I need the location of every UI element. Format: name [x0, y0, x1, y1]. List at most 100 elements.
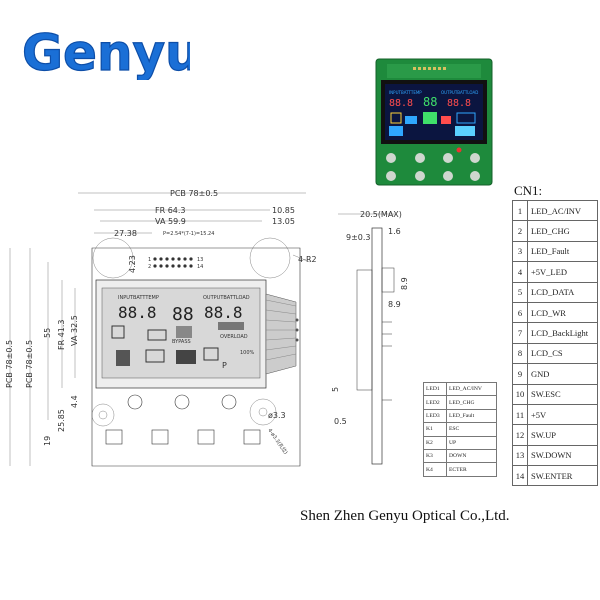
dim-fr-width: FR 64.3: [155, 206, 186, 215]
lcd-left-digits: 88.8: [118, 303, 157, 322]
cn1-pin-number: 10: [512, 383, 528, 405]
dim-va-height: VA 32.5: [70, 315, 79, 346]
dim-left-offset: 27.38: [114, 229, 137, 238]
legend-value: LED_CHG: [446, 395, 497, 410]
cn1-pin-name: +5V: [527, 403, 598, 426]
cn1-pin-number: 3: [512, 240, 528, 263]
dim-side-9: 9±0.3: [346, 233, 371, 242]
dim-side-8-9b: 8.9: [388, 300, 401, 309]
legend-value: LED_AC/INV: [446, 381, 497, 397]
legend-key: K2: [423, 435, 447, 450]
dim-h25-85: 25.85: [57, 409, 66, 432]
cn1-pin-name: SW.ENTER: [527, 465, 598, 487]
legend-key: LED3: [423, 408, 447, 424]
cn1-title: CN1:: [514, 183, 543, 198]
pin-label-1: 1: [148, 257, 151, 263]
cn1-pin-name: LED_CHG: [527, 220, 598, 242]
cn1-pin-name: LED_Fault: [527, 240, 598, 263]
dim-hole-note: 4-ø3.3(孔位): [266, 427, 289, 456]
cn1-pin-number: 8: [512, 342, 528, 365]
cn1-row: 4+5V_LED: [512, 261, 598, 283]
dim-fr-height: FR 41.3: [57, 319, 66, 350]
cn1-pin-name: SW.DOWN: [527, 444, 598, 467]
cn1-pin-number: 7: [512, 322, 528, 344]
legend-key: K4: [423, 462, 447, 477]
dim-pin-spec: P=2.54*(7-1)=15.24: [163, 231, 214, 237]
legend-key: K3: [423, 448, 447, 464]
dim-h55: 55: [43, 328, 52, 338]
cn1-row: 11+5V: [512, 403, 598, 426]
cn1-pin-name: LCD_WR: [527, 301, 598, 324]
cn1-pin-number: 11: [512, 403, 528, 426]
dim-radius: 4-R2: [298, 255, 317, 264]
dim-side-0-5: 0.5: [334, 417, 347, 426]
legend-key: LED2: [423, 395, 447, 410]
logo-text: Genyu: [22, 24, 190, 80]
dim-pcb-width: PCB 78±0.5: [170, 189, 218, 198]
dim-side-thickness: 20.5(MAX): [360, 210, 402, 219]
lcd-right-digits: 88.8: [204, 303, 243, 322]
cn1-pin-number: 12: [512, 424, 528, 446]
svg-text:OUTPUTBATTLOAD: OUTPUTBATTLOAD: [441, 90, 478, 95]
cn1-pin-number: 5: [512, 281, 528, 303]
dim-right-margin-1: 10.85: [272, 206, 295, 215]
dim-top-offset: 4.23: [128, 255, 137, 273]
legend-value: LED_Fault: [446, 408, 497, 424]
cn1-pin-number: 1: [512, 199, 528, 222]
dim-side-8-9a: 8.9: [400, 277, 409, 290]
pin-label-2: 2: [148, 264, 151, 270]
lcd-pv-label: P: [222, 361, 227, 370]
svg-text:88.8: 88.8: [447, 98, 471, 109]
cn1-pin-name: GND: [527, 363, 598, 385]
legend-key: K1: [423, 422, 447, 437]
dim-side-1-6: 1.6: [388, 227, 401, 236]
lcd-output-label: OUTPUTBATTLOAD: [203, 295, 250, 301]
lcd-input-label: INPUTBATTTEMP: [118, 295, 159, 301]
lcd-center-digits: 88: [172, 304, 194, 325]
product-photo: INPUTBATTTEMP OUTPUTBATTLOAD 88.8 88 88.…: [375, 58, 493, 186]
svg-text:INPUTBATTTEMP: INPUTBATTTEMP: [389, 90, 422, 95]
dim-h4-4: 4.4: [70, 395, 79, 408]
legend-key: LED1: [423, 381, 447, 397]
cn1-pin-number: 6: [512, 301, 528, 324]
cn1-pin-number: 13: [512, 444, 528, 467]
legend-value: ESC: [446, 422, 497, 437]
pin-label-14: 14: [197, 264, 203, 270]
lcd-overload-label: OVERLOAD: [220, 334, 248, 340]
pin-label-13: 13: [197, 257, 203, 263]
cn1-pin-name: LCD_DATA: [527, 281, 598, 303]
cn1-pin-number: 2: [512, 220, 528, 242]
svg-text:88: 88: [423, 95, 437, 109]
cn1-pin-name: LCD_CS: [527, 342, 598, 365]
lcd-bypass-label: BYPASS: [172, 339, 191, 345]
cn1-pin-name: SW.ESC: [527, 383, 598, 405]
dim-va-width: VA 59.9: [155, 217, 186, 226]
dim-h19: 19: [43, 436, 52, 446]
legend-value: UP: [446, 435, 497, 450]
cn1-pin-name: +5V_LED: [527, 261, 598, 283]
cn1-pin-name: LED_AC/INV: [527, 199, 598, 222]
cn1-pin-number: 9: [512, 363, 528, 385]
legend-value: ECTER: [446, 462, 497, 477]
dim-side-5: 5: [331, 387, 340, 392]
genyu-logo: Genyu: [21, 23, 190, 80]
cn1-pin-number: 14: [512, 465, 528, 487]
dim-pcb-height-inner: PCB 78±0.5: [25, 340, 34, 388]
cn1-pin-name: SW.UP: [527, 424, 598, 446]
svg-text:88.8: 88.8: [389, 98, 413, 109]
